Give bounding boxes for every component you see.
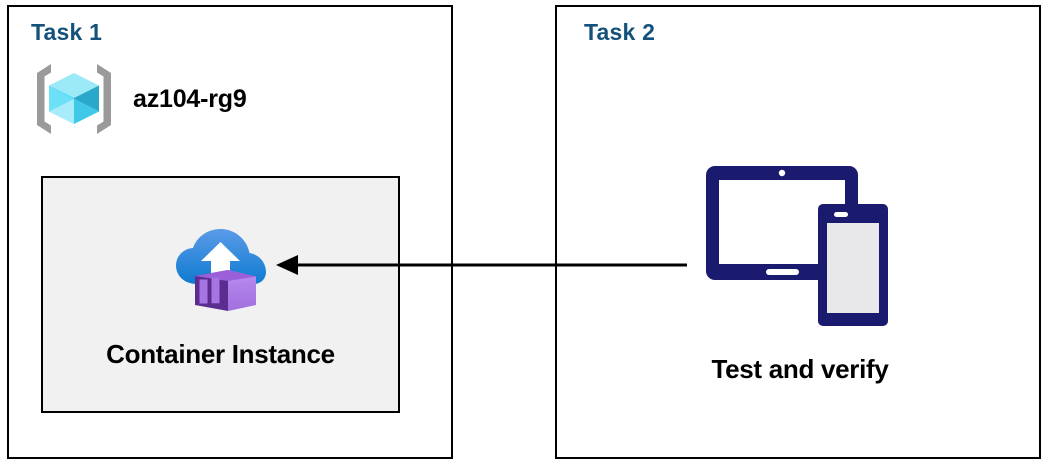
container-instance-box: Container Instance bbox=[41, 176, 400, 413]
azure-resource-group-icon bbox=[37, 64, 111, 134]
resource-group-row: az104-rg9 bbox=[31, 60, 247, 138]
azure-container-instance-icon bbox=[175, 229, 266, 311]
devices-caption: Test and verify bbox=[711, 354, 889, 384]
devices-group: Test and verify bbox=[660, 160, 940, 385]
resource-group-name: az104-rg9 bbox=[133, 84, 247, 113]
tablet-and-phone-icon bbox=[706, 166, 888, 326]
task-2-label: Task 2 bbox=[584, 19, 656, 45]
task-1-label: Task 1 bbox=[31, 19, 103, 45]
arrow-task2-to-task1 bbox=[276, 255, 687, 275]
container-instance-caption: Container Instance bbox=[106, 339, 335, 369]
